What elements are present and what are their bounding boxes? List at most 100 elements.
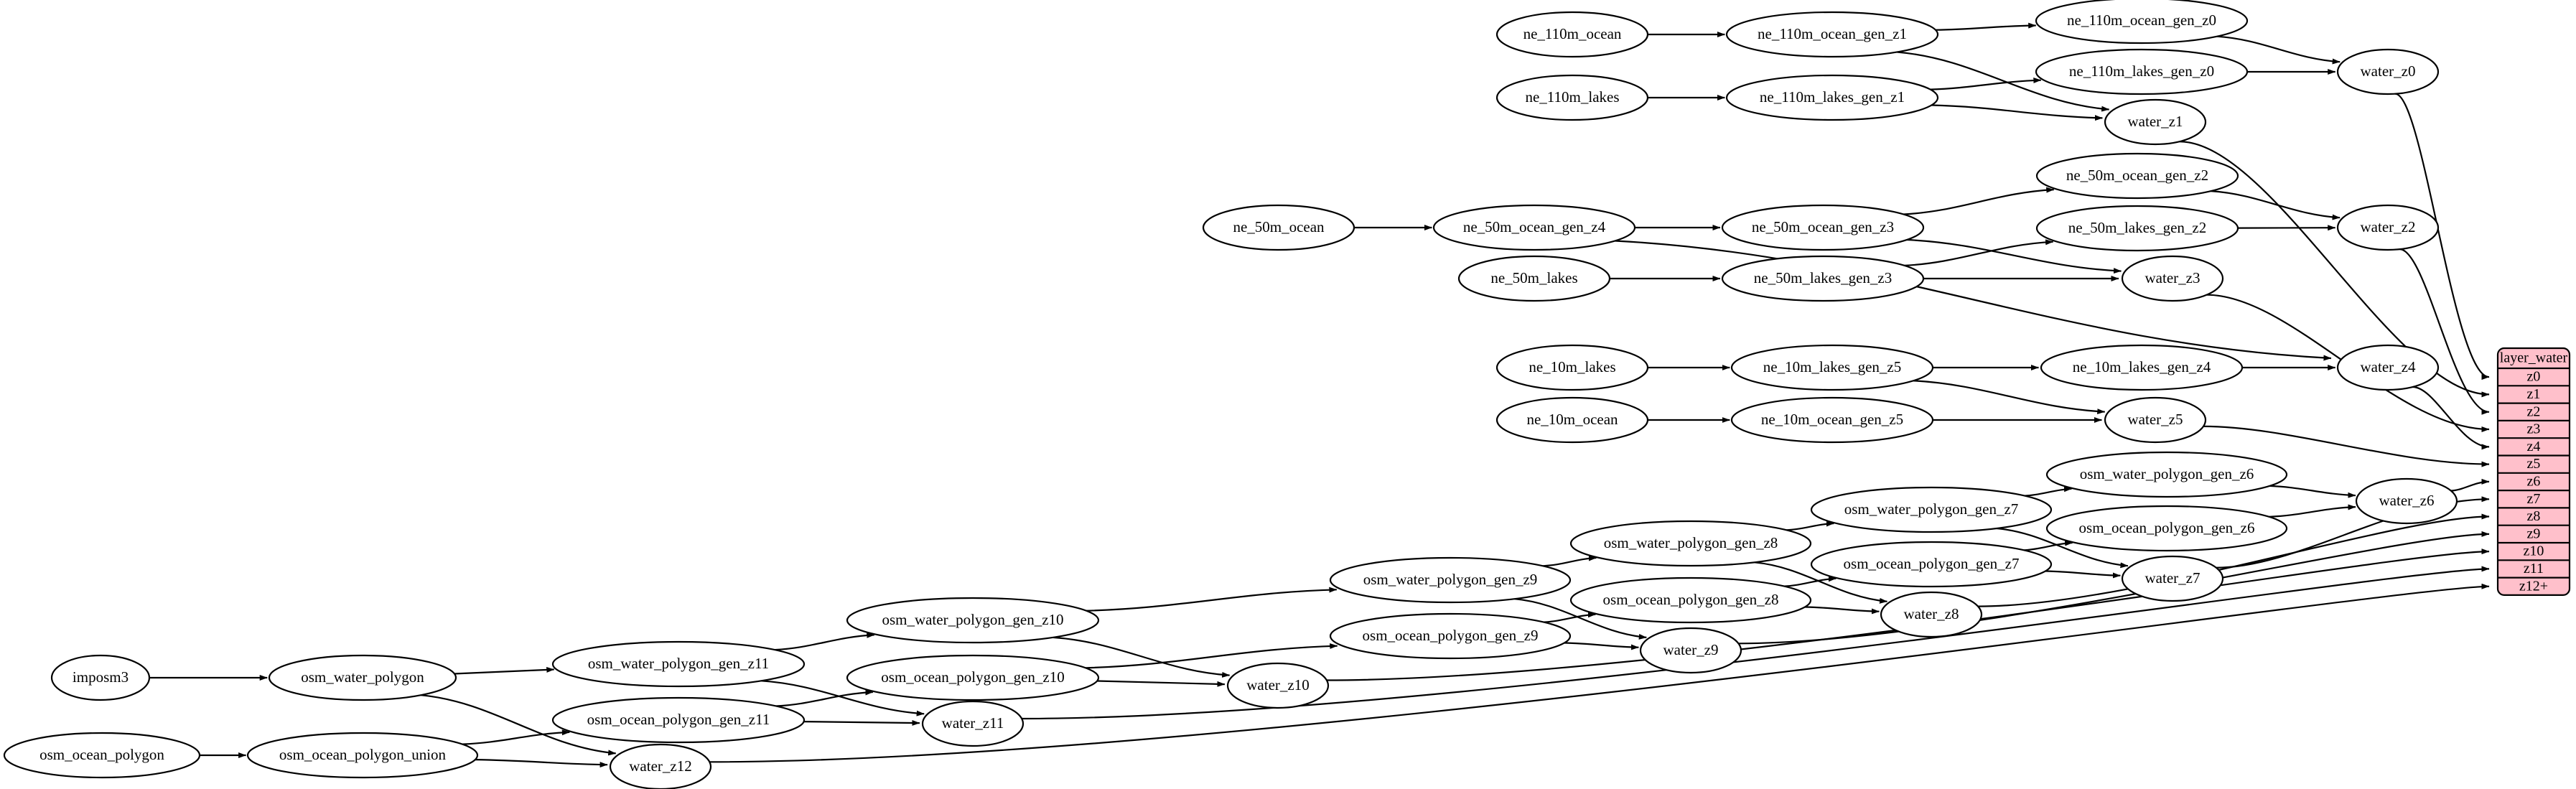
- node-ne_110m_lakes_gen_z0[interactable]: ne_110m_lakes_gen_z0: [2035, 48, 2249, 95]
- table-row-z10: z10: [2524, 543, 2544, 559]
- table-row-z7: z7: [2527, 491, 2541, 507]
- node-water_z7[interactable]: water_z7: [2121, 555, 2224, 602]
- node-ne_50m_ocean[interactable]: ne_50m_ocean: [1202, 204, 1355, 251]
- node-osm_water_polygon_gen_z8[interactable]: osm_water_polygon_gen_z8: [1569, 520, 1812, 567]
- node-ne_50m_ocean_gen_z4[interactable]: ne_50m_ocean_gen_z4: [1432, 204, 1636, 251]
- node-water_z5[interactable]: water_z5: [2104, 396, 2207, 444]
- node-ellipse: [2035, 152, 2239, 200]
- table-row-z3: z3: [2527, 421, 2541, 437]
- layer-water-table[interactable]: layer_waterz0z1z2z3z4z5z6z7z8z9z10z11z12…: [2496, 347, 2571, 596]
- edge-ne_50m_lakes_gen_z3-to-ne_50m_lakes_gen_z2: [1904, 239, 2054, 266]
- node-osm_ocean_polygon_gen_z10[interactable]: osm_ocean_polygon_gen_z10: [846, 654, 1100, 701]
- node-ellipse: [846, 597, 1100, 644]
- node-water_z6[interactable]: water_z6: [2355, 477, 2458, 525]
- node-osm_ocean_polygon[interactable]: osm_ocean_polygon: [3, 732, 201, 779]
- node-ellipse: [2336, 344, 2440, 391]
- node-water_z12[interactable]: water_z12: [609, 743, 712, 789]
- node-ellipse: [2035, 205, 2239, 252]
- edge-ne_50m_ocean_gen_z3-to-ne_50m_ocean_gen_z2: [1903, 187, 2055, 215]
- node-ellipse: [2336, 204, 2440, 251]
- node-ne_50m_ocean_gen_z3[interactable]: ne_50m_ocean_gen_z3: [1721, 204, 1925, 251]
- node-ne_110m_lakes[interactable]: ne_110m_lakes: [1495, 74, 1649, 121]
- node-water_z4[interactable]: water_z4: [2336, 344, 2440, 391]
- edge-osm_water_polygon_gen_z10-to-water_z10: [1053, 636, 1231, 678]
- edge-osm_water_polygon_gen_z9-to-osm_water_polygon_gen_z8: [1543, 555, 1597, 567]
- node-water_z9[interactable]: water_z9: [1639, 627, 1742, 674]
- node-label: osm_ocean_polygon_union: [279, 746, 447, 763]
- node-water_z2[interactable]: water_z2: [2336, 204, 2440, 251]
- node-water_z8[interactable]: water_z8: [1880, 591, 1983, 638]
- node-osm_water_polygon_gen_z6[interactable]: osm_water_polygon_gen_z6: [2045, 451, 2288, 498]
- edge-water_z11-to-layer_water-z11: [1022, 566, 2490, 720]
- edge-layer: [149, 22, 2490, 768]
- table-row-z8: z8: [2527, 508, 2541, 524]
- node-ellipse: [2336, 48, 2440, 95]
- node-label: ne_50m_ocean_gen_z4: [1463, 218, 1606, 235]
- node-ellipse: [1725, 74, 1939, 121]
- node-ellipse: [551, 696, 806, 744]
- table-row-z1: z1: [2527, 386, 2541, 402]
- node-ne_110m_ocean_gen_z0[interactable]: ne_110m_ocean_gen_z0: [2035, 0, 2249, 45]
- node-osm_ocean_polygon_gen_z7[interactable]: osm_ocean_polygon_gen_z7: [1810, 541, 2053, 588]
- edge-water_z8-to-layer_water-z8: [1978, 513, 2490, 607]
- node-label: osm_water_polygon_gen_z11: [588, 655, 769, 672]
- node-label: osm_water_polygon_gen_z7: [1844, 500, 2019, 518]
- node-water_z1[interactable]: water_z1: [2104, 98, 2207, 146]
- edge-osm_ocean_polygon_gen_z10-to-water_z10: [1097, 680, 1226, 687]
- node-ne_50m_lakes[interactable]: ne_50m_lakes: [1457, 255, 1611, 302]
- node-ne_110m_lakes_gen_z1[interactable]: ne_110m_lakes_gen_z1: [1725, 74, 1939, 121]
- node-water_z11[interactable]: water_z11: [921, 700, 1025, 747]
- node-label: ne_10m_ocean_gen_z5: [1761, 411, 1903, 428]
- node-ellipse: [2121, 555, 2224, 602]
- node-osm_water_polygon[interactable]: osm_water_polygon: [268, 654, 457, 701]
- edge-osm_water_polygon_gen_z7-to-water_z7: [1996, 527, 2129, 569]
- node-ellipse: [2104, 98, 2207, 146]
- edge-ne_110m_ocean_gen_z0-to-water_z0: [2216, 35, 2341, 65]
- edge-osm_water_polygon_gen_z8-to-osm_water_polygon_gen_z7: [1786, 520, 1834, 531]
- node-osm_water_polygon_gen_z11[interactable]: osm_water_polygon_gen_z11: [551, 640, 806, 688]
- node-ellipse: [1730, 396, 1934, 444]
- node-ellipse: [551, 640, 806, 688]
- node-water_z3[interactable]: water_z3: [2121, 255, 2224, 302]
- node-ne_110m_ocean[interactable]: ne_110m_ocean: [1495, 11, 1649, 58]
- node-osm_water_polygon_gen_z10[interactable]: osm_water_polygon_gen_z10: [846, 597, 1100, 644]
- node-osm_ocean_polygon_union[interactable]: osm_ocean_polygon_union: [246, 732, 479, 779]
- edge-osm_ocean_polygon_gen_z9-to-water_z9: [1564, 642, 1639, 650]
- node-ne_10m_ocean_gen_z5[interactable]: ne_10m_ocean_gen_z5: [1730, 396, 1934, 444]
- node-label: ne_110m_ocean_gen_z1: [1758, 25, 1907, 42]
- node-label: osm_water_polygon_gen_z10: [882, 611, 1063, 628]
- edge-water_z6-to-layer_water-z6: [2450, 478, 2490, 492]
- node-ne_10m_lakes_gen_z4[interactable]: ne_10m_lakes_gen_z4: [2040, 344, 2244, 391]
- table-row-z9: z9: [2527, 526, 2541, 541]
- node-ellipse: [1725, 11, 1939, 58]
- node-osm_ocean_polygon_gen_z9[interactable]: osm_ocean_polygon_gen_z9: [1329, 612, 1572, 660]
- node-ne_50m_lakes_gen_z2[interactable]: ne_50m_lakes_gen_z2: [2035, 205, 2239, 252]
- edge-water_z4-to-layer_water-z4: [2412, 386, 2490, 450]
- node-ne_50m_lakes_gen_z3[interactable]: ne_50m_lakes_gen_z3: [1721, 255, 1925, 302]
- node-water_z10[interactable]: water_z10: [1226, 662, 1330, 709]
- node-water_z0[interactable]: water_z0: [2336, 48, 2440, 95]
- node-label: water_z2: [2361, 218, 2416, 235]
- node-label: ne_10m_lakes: [1529, 358, 1615, 375]
- node-label: ne_110m_lakes_gen_z1: [1760, 88, 1905, 106]
- node-ne_50m_ocean_gen_z2[interactable]: ne_50m_ocean_gen_z2: [2035, 152, 2239, 200]
- node-osm_water_polygon_gen_z9[interactable]: osm_water_polygon_gen_z9: [1329, 556, 1572, 604]
- node-ne_110m_ocean_gen_z1[interactable]: ne_110m_ocean_gen_z1: [1725, 11, 1939, 58]
- node-ellipse: [2355, 477, 2458, 525]
- node-ne_10m_ocean[interactable]: ne_10m_ocean: [1495, 396, 1649, 444]
- node-ne_10m_lakes[interactable]: ne_10m_lakes: [1495, 344, 1649, 391]
- edge-osm_ocean_polygon_gen_z8-to-water_z8: [1804, 606, 1880, 615]
- node-label: water_z0: [2361, 62, 2416, 80]
- node-osm_ocean_polygon_gen_z8[interactable]: osm_ocean_polygon_gen_z8: [1569, 576, 1812, 624]
- edge-water_z5-to-layer_water-z5: [2203, 425, 2490, 467]
- table-row-z4: z4: [2527, 439, 2541, 454]
- node-osm_ocean_polygon_gen_z11[interactable]: osm_ocean_polygon_gen_z11: [551, 696, 806, 744]
- node-ellipse: [2035, 48, 2249, 95]
- node-label: osm_water_polygon_gen_z9: [1363, 571, 1538, 588]
- node-imposm3[interactable]: imposm3: [50, 654, 151, 701]
- node-ellipse: [2035, 0, 2249, 45]
- edge-osm_water_polygon_gen_z7-to-osm_water_polygon_gen_z6: [2025, 486, 2072, 497]
- node-ne_10m_lakes_gen_z5[interactable]: ne_10m_lakes_gen_z5: [1730, 344, 1934, 391]
- node-osm_water_polygon_gen_z7[interactable]: osm_water_polygon_gen_z7: [1810, 486, 2053, 533]
- node-osm_ocean_polygon_gen_z6[interactable]: osm_ocean_polygon_gen_z6: [2045, 505, 2288, 552]
